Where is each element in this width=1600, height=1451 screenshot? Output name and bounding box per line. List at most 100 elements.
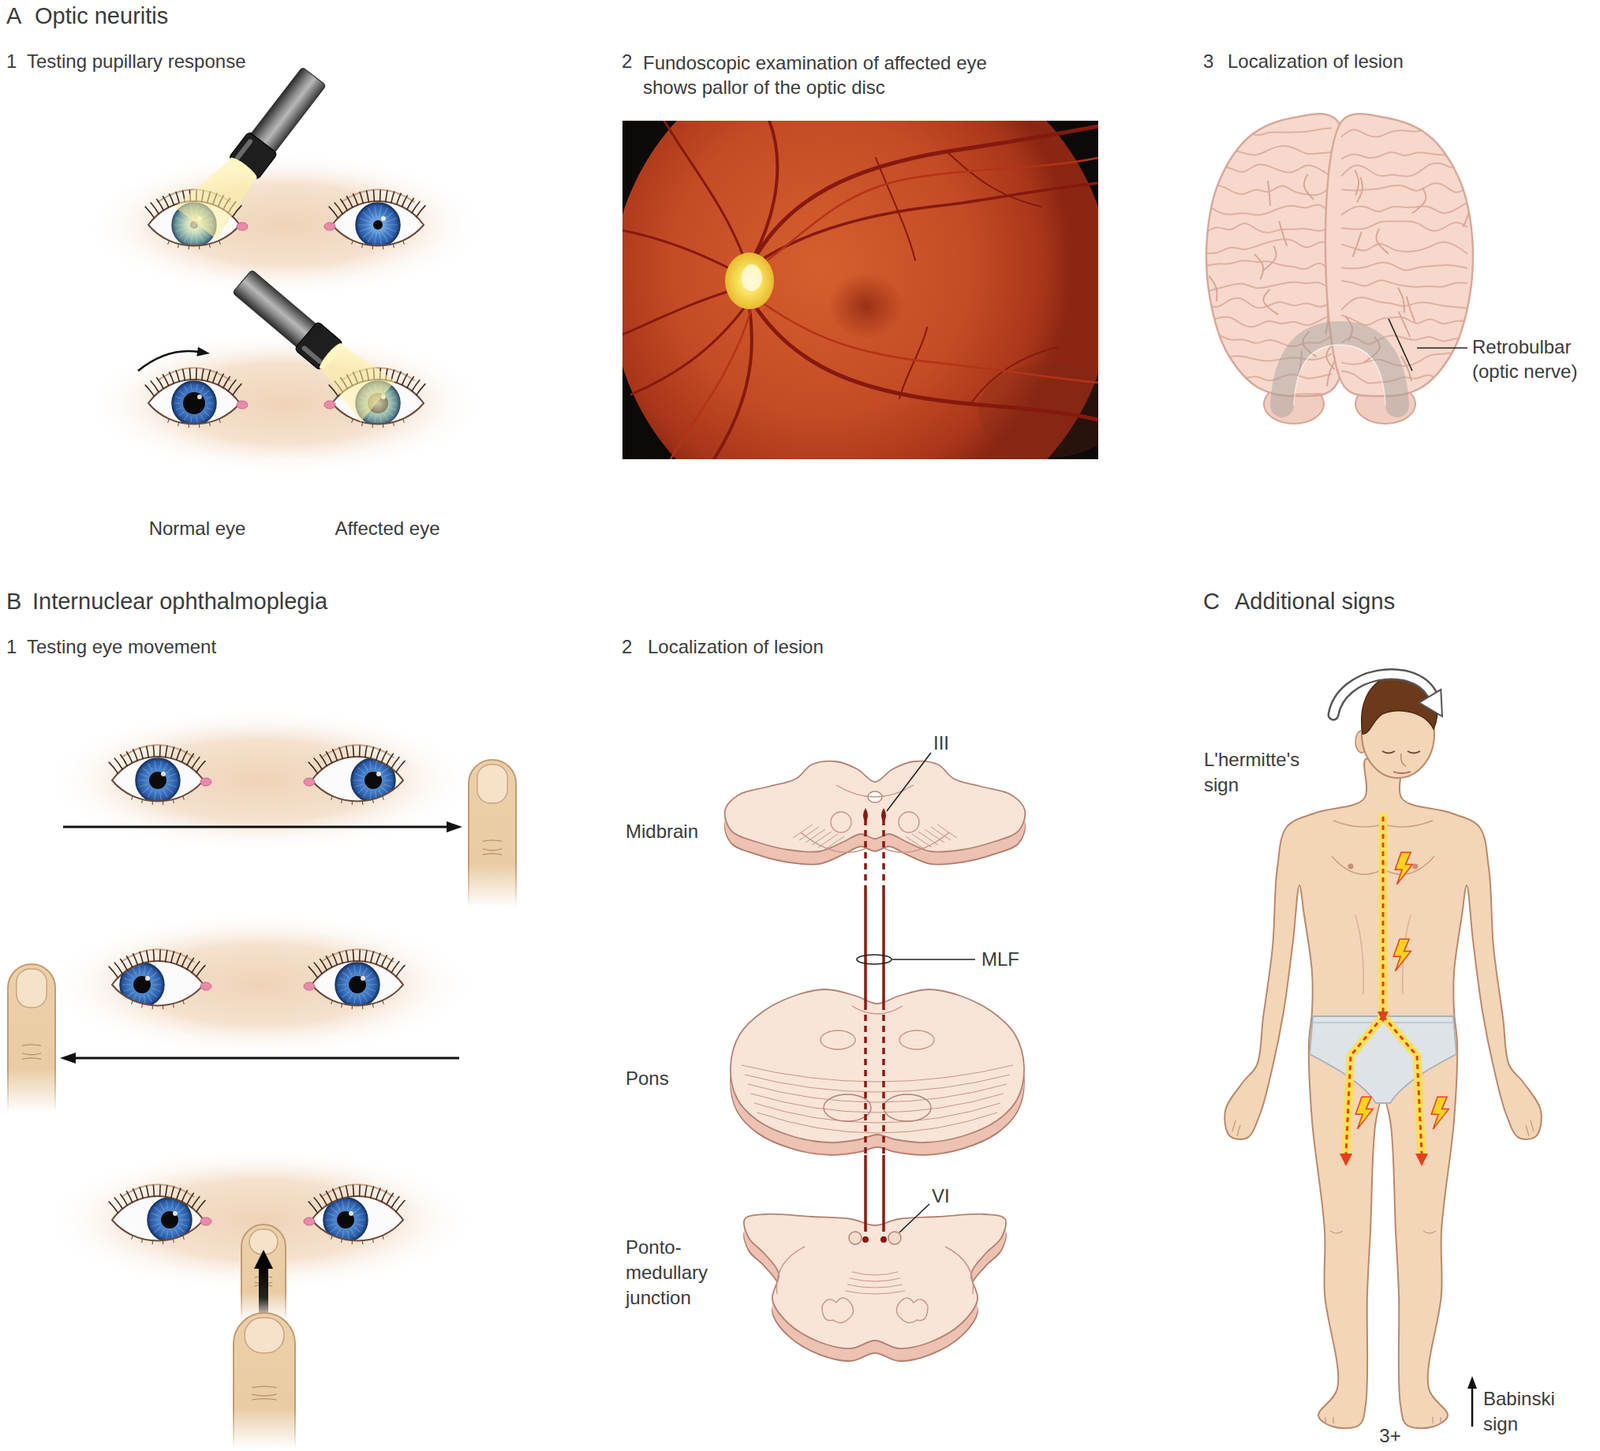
peduncle-fibres [799,826,819,841]
eyelash [126,1191,132,1203]
sulcus-line [1462,201,1470,228]
eyelash [139,952,143,964]
lower-lash [183,1000,185,1005]
sulcus-line [1304,174,1314,200]
eyelash [162,374,169,386]
iris-fibre [154,760,157,770]
fingernail [16,968,47,1008]
iris-fibre [355,773,363,777]
closed-eye [1382,751,1395,754]
lower-lash [168,418,170,423]
iris-fibre [370,791,372,800]
mlf-tract [863,1155,868,1226]
lower-lash [382,245,384,250]
eyelash [366,190,370,202]
structure-label: Retrobulbar (optic nerve) [1472,334,1597,384]
sign-label: L'hermitte's sign [1203,747,1323,798]
caruncle [200,982,212,991]
eyelash [150,381,159,393]
lid-crease [321,744,395,758]
iris-fibre [178,1207,185,1213]
finger [7,964,56,1113]
iris-fibre [381,787,389,793]
gyrus-line [1205,298,1332,309]
eyelash [358,1185,361,1197]
gyrus-line [1205,314,1332,327]
step-title: Testing eye movement [26,635,217,659]
eyelash [411,201,420,214]
eyelash [308,762,318,774]
eyelash [182,1190,188,1202]
shock-arrowhead [1415,1153,1429,1167]
mlf-tract [863,889,868,1004]
corneal-reflex [360,975,366,981]
visual-pathway-edge [1293,344,1386,406]
eyelash [386,1192,393,1204]
mouth [1393,771,1411,774]
sign-label: Babinski sign [1483,1386,1594,1437]
lower-lash [361,422,363,427]
gyrus-line [1205,124,1332,135]
rotation-arrow [1333,673,1432,715]
step-title: Testing pupillary response [26,50,247,74]
eyelash [171,1186,175,1198]
iris-fibre [358,995,361,1005]
eyelash [165,950,168,962]
iris-fibre [358,224,371,225]
lid-crease [157,367,232,381]
iris-fibre [166,787,173,793]
lower-lash [382,423,384,428]
panel-b-eye-movements [7,707,516,1449]
eyelash [339,952,343,964]
eyelash [139,1187,143,1199]
lower-lash [172,1238,175,1243]
panel-letter: A [6,2,22,30]
iris-fibre [374,205,378,218]
iris-fibre [166,767,173,774]
penlight-body [230,267,346,373]
eyelash [365,950,367,962]
sulcus-line [1375,228,1389,255]
eyelash [332,749,338,761]
finger-shape [7,964,56,1113]
pupil [348,975,367,994]
sulcus-line [1209,276,1218,302]
peduncle-fibres [818,833,838,848]
eyelash [358,949,361,961]
lid-crease [321,1184,395,1197]
eye [145,367,248,428]
eyelash [157,199,165,211]
eye [303,949,405,1010]
peduncle-fibres [918,831,939,845]
lower-lash [340,799,343,804]
eyelash [411,380,420,392]
knuckle-crease [251,1386,277,1388]
corneal-reflex [145,975,150,981]
slab-face [743,1214,1006,1349]
trapezoid-fibres [852,1271,898,1275]
corneal-reflex [172,1211,178,1216]
eyelash [150,202,159,214]
convergence-arrowhead [254,1249,273,1269]
gaze-arrowhead [59,1052,76,1064]
iris-fibre [179,1212,188,1216]
babinski-arrowhead [1467,1375,1477,1389]
gyrus-line [1205,239,1332,254]
lower-lash [152,800,154,805]
lower-lash [331,1235,333,1240]
iris-fibre [148,762,154,771]
iris-fibre [379,231,382,245]
eyelash [171,951,175,963]
lower-lash [198,423,200,428]
lower-lash [168,240,170,245]
gyrus-line [1205,393,1332,403]
iris-group [351,758,396,803]
lower-lash [177,243,180,248]
corneal-reflex [348,1211,354,1216]
sulcus-line [1263,289,1279,315]
substantia-nigra [883,832,950,853]
shock-arrowhead [1339,1153,1353,1167]
lid-crease [121,744,195,758]
clavicle [1333,820,1380,827]
